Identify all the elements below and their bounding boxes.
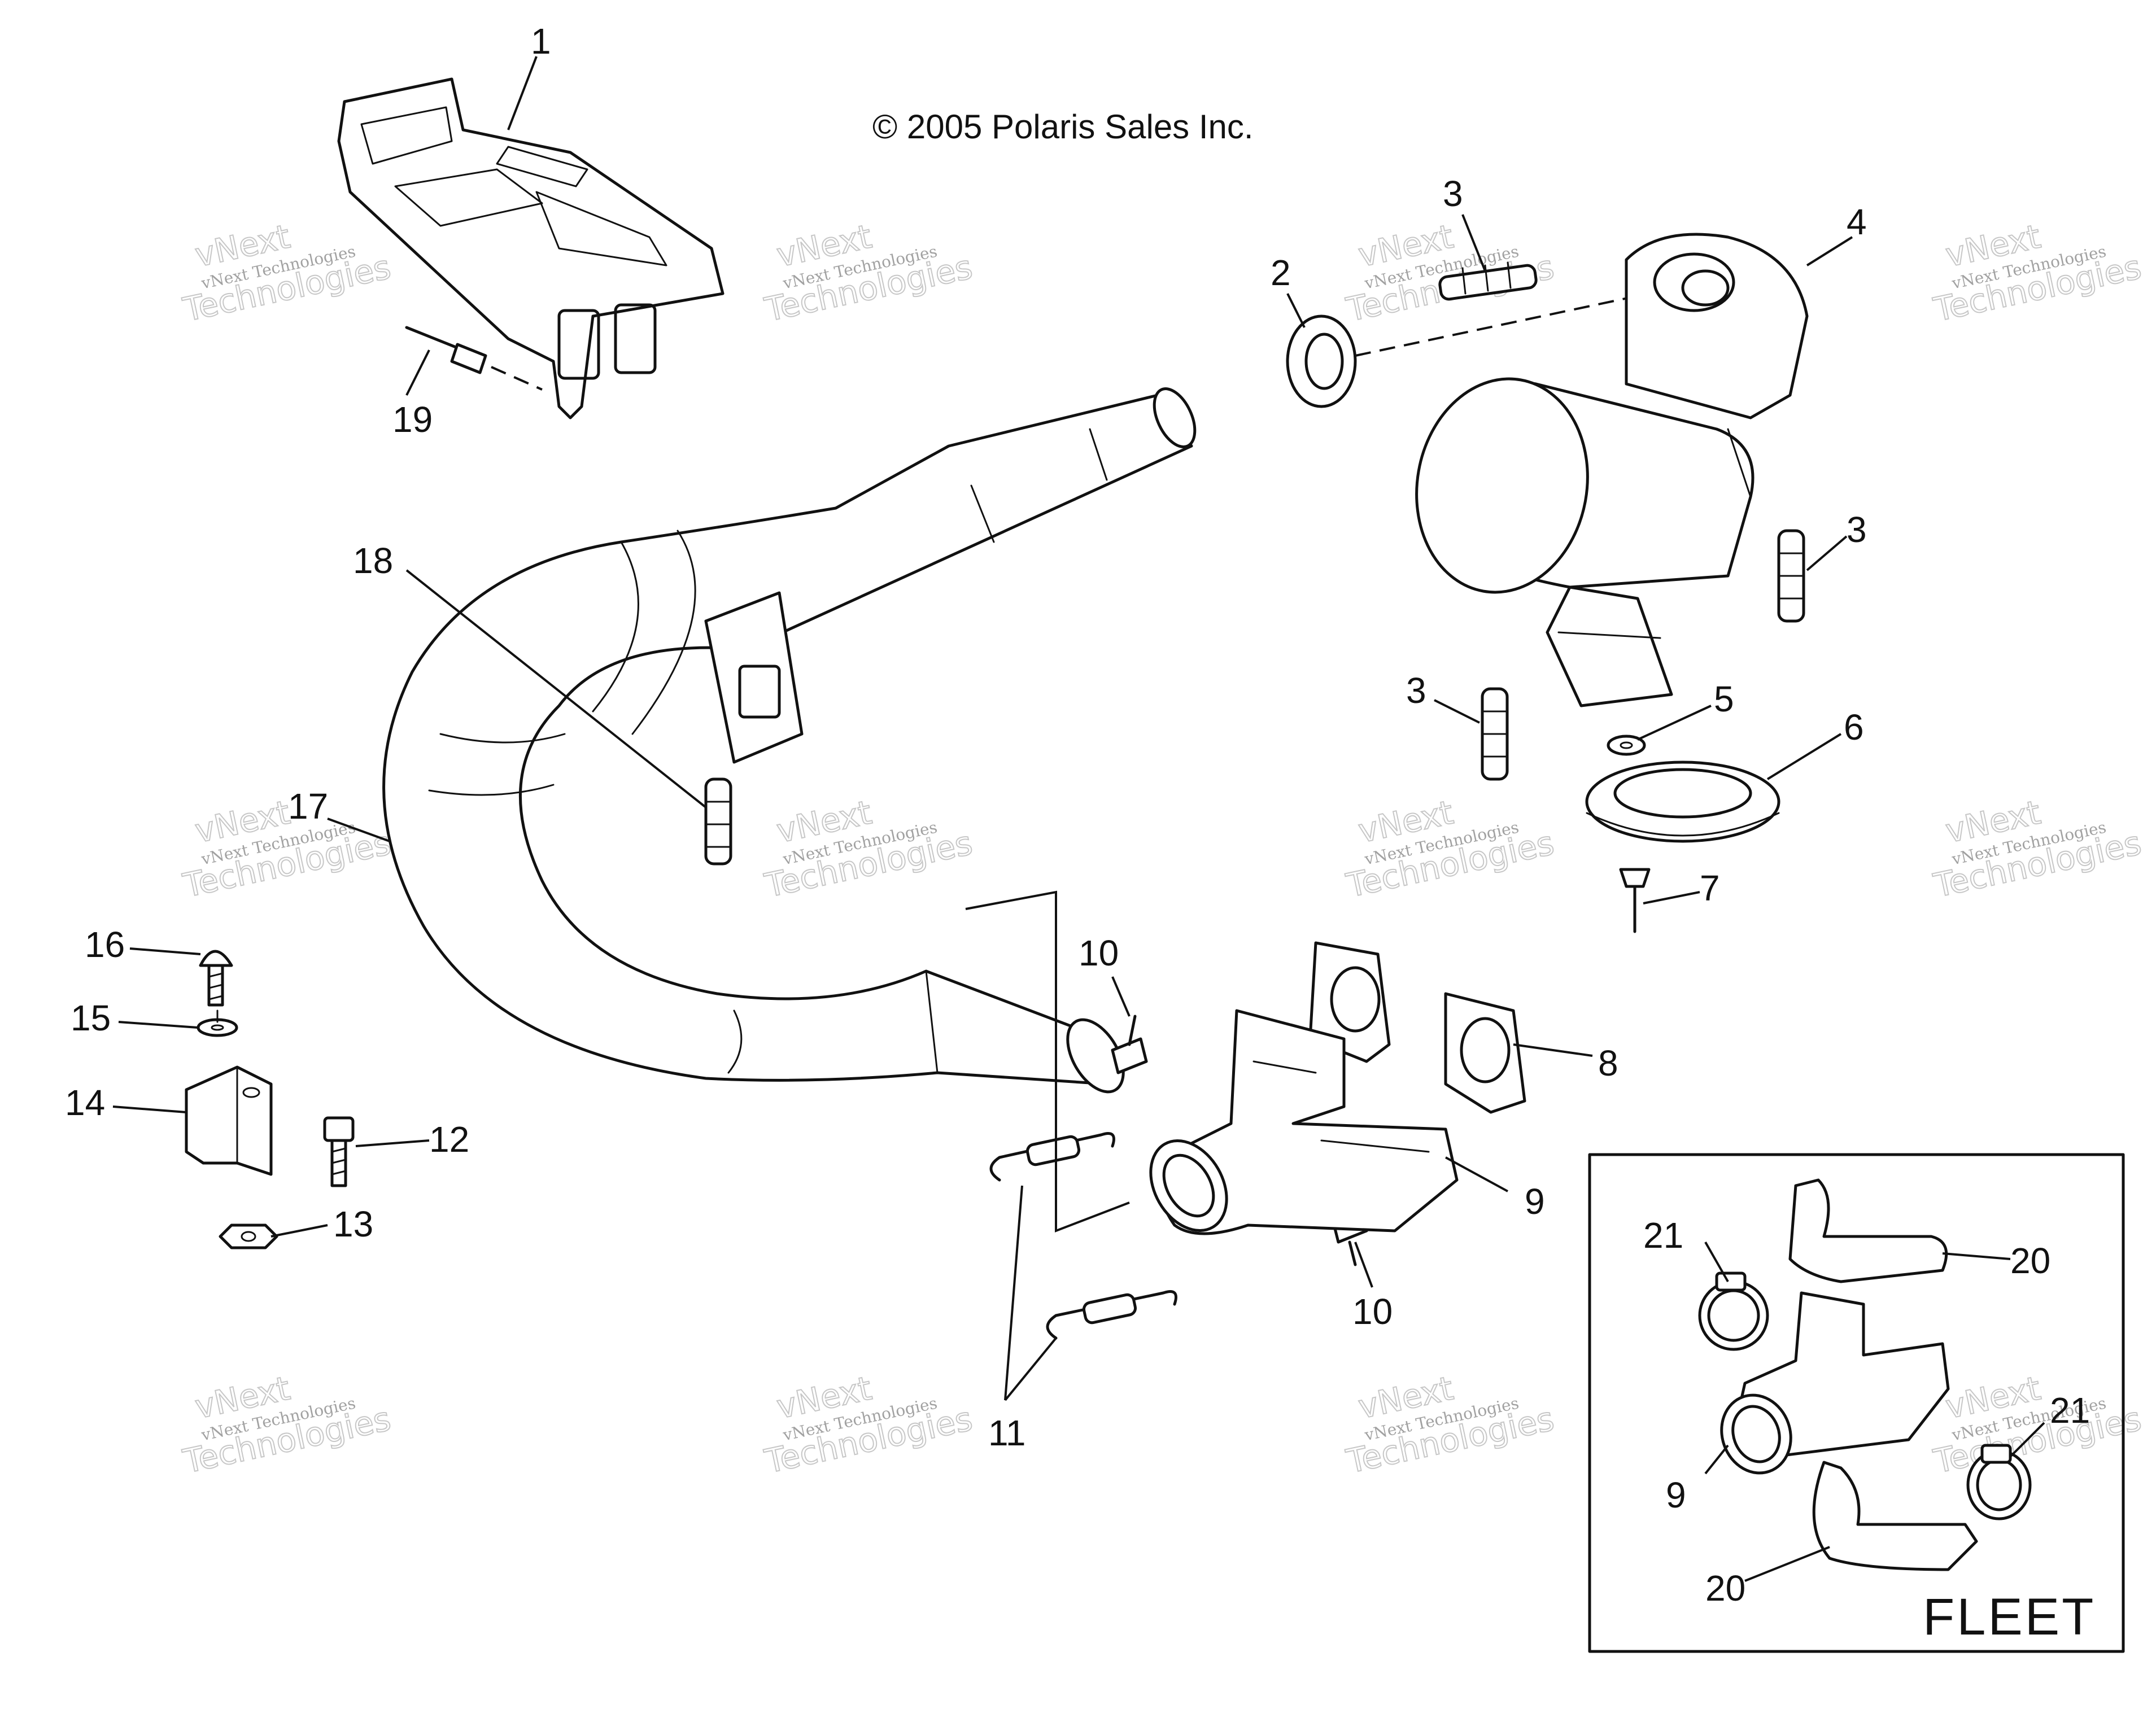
fleet-inset: FLEET	[1588, 1153, 2125, 1653]
exhaust-manifold-icon	[1149, 1009, 1459, 1235]
rivet-icon	[1619, 868, 1651, 933]
callout-17: 17	[288, 786, 328, 827]
bracket-icon	[185, 1065, 273, 1176]
callout-19: 19	[392, 399, 433, 440]
leader-lines	[112, 56, 2045, 1582]
grommet-icon	[1585, 761, 1780, 843]
callout-3: 3	[1406, 670, 1426, 711]
callout-15: 15	[71, 998, 111, 1038]
watermark: vNext vNext Technologies Technologies	[1930, 1369, 2145, 1481]
fleet-label: FLEET	[1923, 1588, 2096, 1646]
spring-icon	[989, 1132, 1115, 1182]
expansion-chamber-icon	[382, 387, 1197, 1094]
watermark: vNext vNext Technologies Technologies	[761, 1369, 976, 1481]
callout-13: 13	[333, 1204, 373, 1244]
spring-icon	[1481, 687, 1509, 781]
washer-icon	[197, 1009, 238, 1037]
watermark: vNext vNext Technologies Technologies	[1930, 793, 2145, 906]
callout-10: 10	[1352, 1291, 1393, 1332]
nut-icon	[219, 1223, 278, 1249]
copyright-text: © 2005 Polaris Sales Inc.	[872, 108, 1254, 146]
callout-10: 10	[1079, 933, 1119, 973]
callout-labels: 1 2 3 4 3 3 5 6 7 8 9 10 10 11 12 13 14 …	[65, 21, 2090, 1609]
seal-ring-icon	[1286, 292, 1649, 408]
callout-6: 6	[1844, 707, 1864, 748]
callout-20: 20	[2010, 1240, 2050, 1281]
watermark: vNext vNext Technologies Technologies	[1930, 217, 2145, 330]
spring-icon	[1438, 261, 1538, 301]
callout-5: 5	[1714, 679, 1734, 719]
callout-11: 11	[988, 1413, 1025, 1453]
callout-3: 3	[1847, 509, 1867, 550]
heat-shield-icon	[1812, 1461, 1978, 1571]
callout-2: 2	[1271, 252, 1291, 293]
spring-icon	[1777, 529, 1805, 623]
watermark: vNext vNext Technologies Technologies	[179, 1369, 395, 1481]
callout-4: 4	[1847, 202, 1867, 242]
callout-9: 9	[1666, 1475, 1686, 1515]
gasket-icon	[1308, 941, 1526, 1114]
callout-8: 8	[1598, 1043, 1618, 1083]
callout-3: 3	[1443, 173, 1463, 214]
watermark: vNext vNext Technologies Technologies	[1342, 793, 1558, 906]
screw-icon	[199, 950, 233, 1007]
heat-shield-bracket-icon	[337, 77, 725, 419]
hose-clamp-icon	[1698, 1271, 1769, 1351]
watermark: vNext vNext Technologies Technologies	[761, 793, 976, 906]
hose-clamp-icon	[1966, 1444, 2032, 1520]
callout-14: 14	[65, 1082, 105, 1123]
callout-7: 7	[1700, 868, 1720, 908]
watermark: vNext vNext Technologies Technologies	[761, 217, 976, 330]
callout-21: 21	[2050, 1390, 2090, 1431]
callout-9: 9	[1525, 1181, 1545, 1222]
callout-12: 12	[429, 1119, 469, 1160]
exhaust-manifold-icon	[1720, 1291, 1950, 1475]
watermark: vNext vNext Technologies Technologies	[179, 793, 395, 906]
watermark: vNext vNext Technologies Technologies	[179, 217, 395, 330]
callout-18: 18	[353, 540, 393, 581]
bolt-icon	[323, 1116, 355, 1187]
spring-icon	[704, 777, 732, 866]
callout-20: 20	[1705, 1568, 1745, 1609]
callout-16: 16	[85, 924, 125, 965]
callout-1: 1	[531, 21, 551, 62]
watermark: vNext vNext Technologies Technologies	[1342, 217, 1558, 330]
heat-shield-icon	[1788, 1178, 1948, 1283]
rivet-icon	[405, 326, 543, 391]
watermark: vNext vNext Technologies Technologies	[1342, 1369, 1558, 1481]
callout-21: 21	[1643, 1215, 1683, 1256]
washer-icon	[1607, 735, 1646, 756]
spring-icon	[1046, 1290, 1177, 1340]
muffler-icon	[1415, 233, 1809, 707]
stud-icon	[1111, 1015, 1148, 1074]
